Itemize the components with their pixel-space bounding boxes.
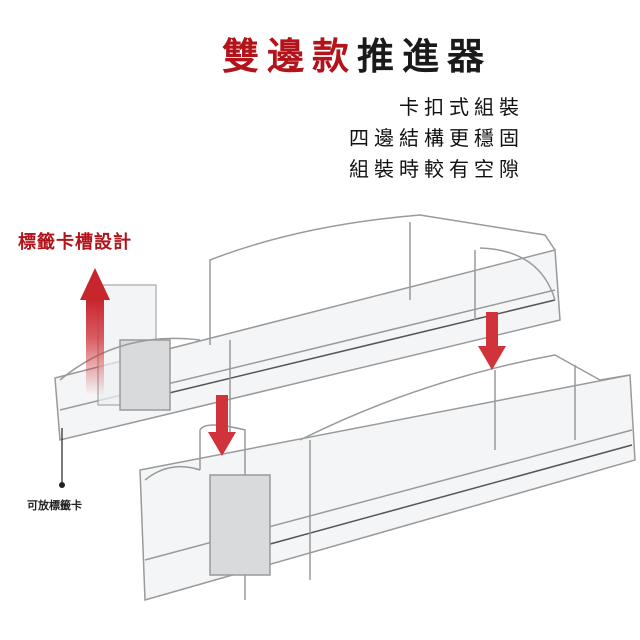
down-arrow-icon (478, 312, 506, 370)
bottom-pusher-tray (139, 354, 636, 601)
feature-line: 卡扣式組裝 (399, 95, 524, 119)
down-arrow-icon (208, 395, 236, 456)
page-title: 雙邊款推進器 (222, 26, 492, 80)
label-card-callout: 可放標籤卡 (27, 499, 82, 512)
callout-pointer (59, 428, 65, 488)
label-slot-callout: 標籤卡槽設計 (18, 232, 132, 253)
feature-line: 組裝時較有空隙 (349, 157, 524, 181)
up-arrow-icon (80, 268, 110, 395)
top-pusher-tray (54, 214, 561, 441)
title-main: 推進器 (357, 35, 492, 78)
feature-line: 四邊結構更穩固 (349, 126, 524, 150)
title-highlight: 雙邊款 (222, 35, 357, 78)
